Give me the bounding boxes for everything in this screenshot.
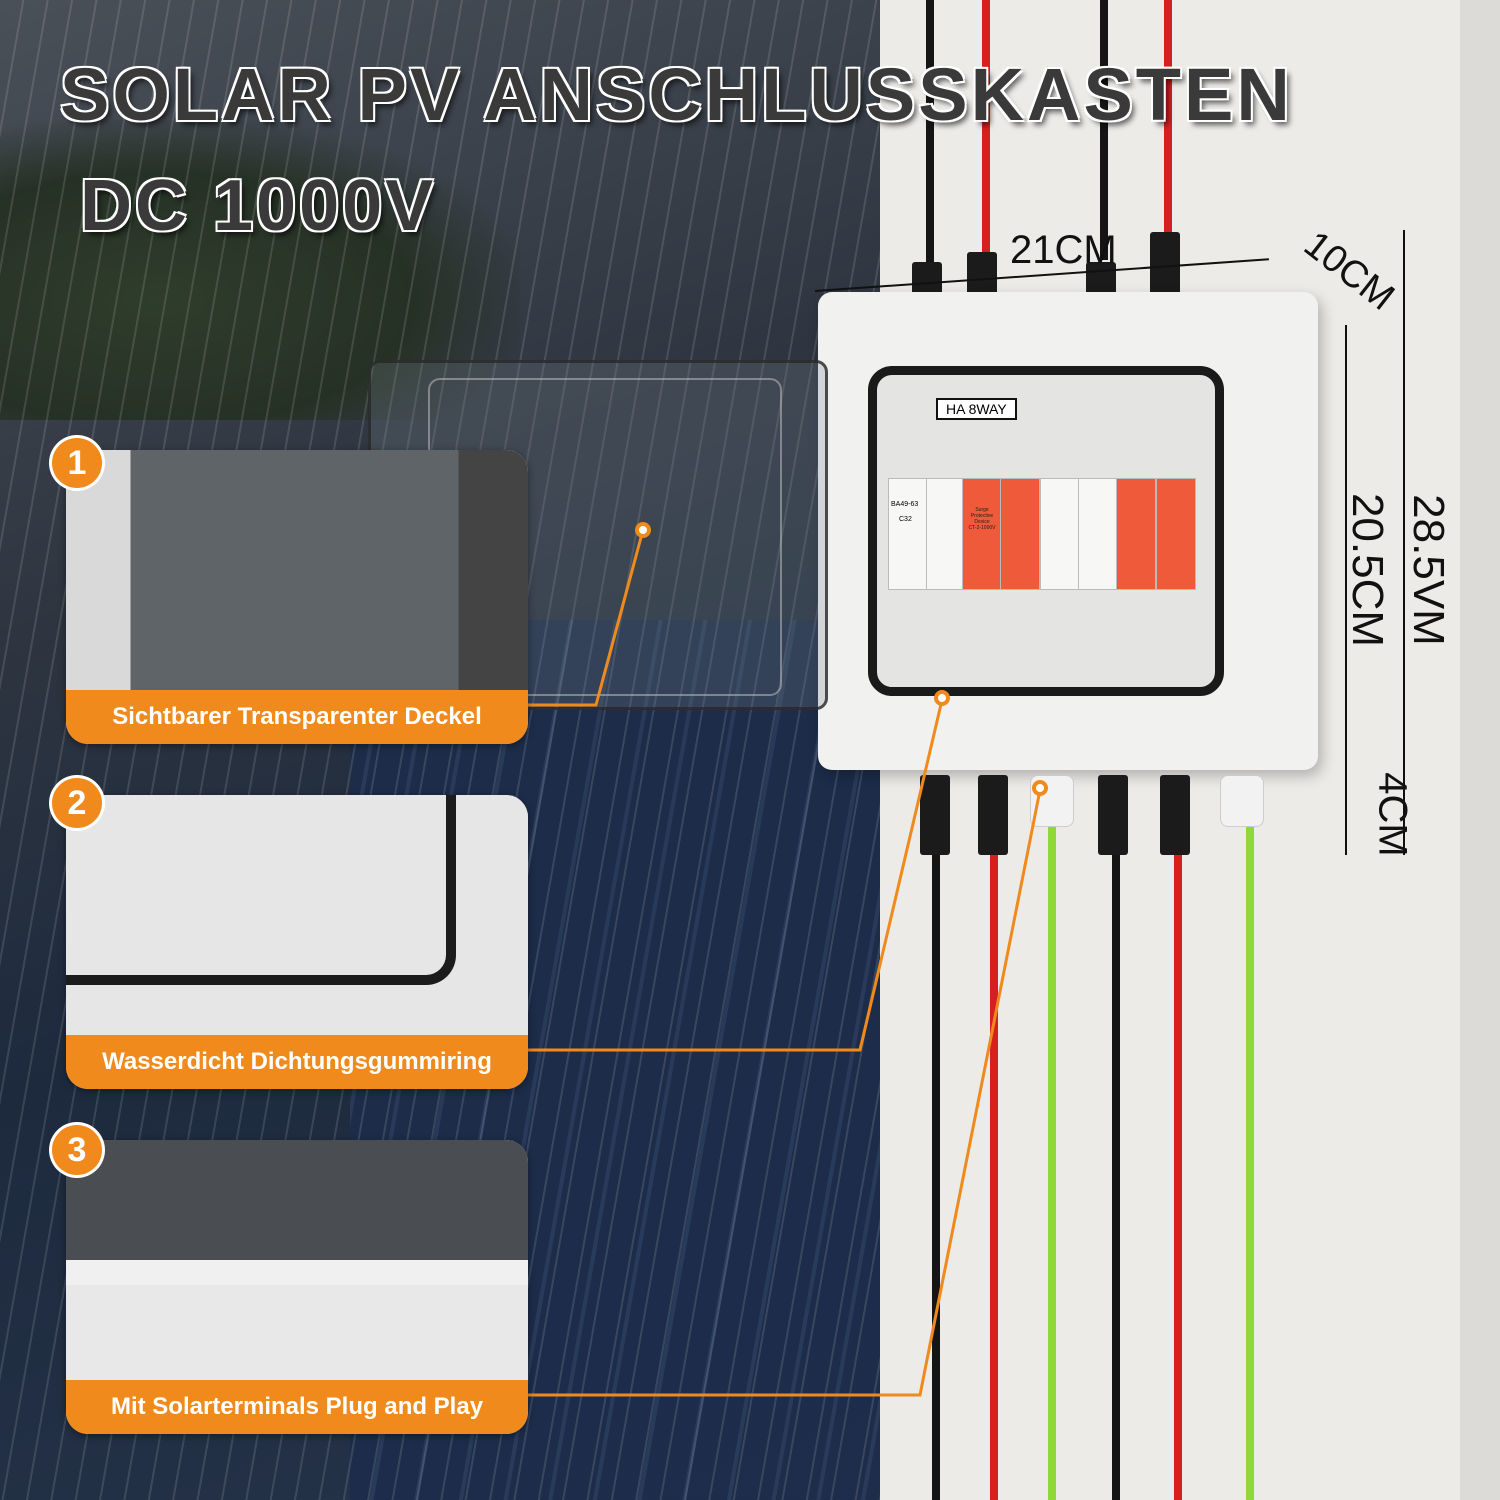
- wire-black: [1100, 0, 1108, 260]
- total-height-line: [1403, 230, 1405, 855]
- surge-protector: [1156, 478, 1196, 590]
- wire-green: [1048, 800, 1056, 1500]
- mc4-connector: [1160, 775, 1190, 855]
- callout-line-3: [528, 789, 1042, 1397]
- trees: [0, 120, 520, 420]
- feature-panel-lid: Sichtbarer Transparenter Deckel: [66, 450, 528, 744]
- mc4-connector: [978, 775, 1008, 855]
- surge-protector: [1116, 478, 1156, 590]
- wire-red: [1164, 0, 1172, 240]
- feature-number: 2: [52, 778, 102, 828]
- wall-edge: [1460, 0, 1500, 1500]
- mc4-connector: [920, 775, 950, 855]
- spd-model: CT-2-1000V: [968, 525, 996, 531]
- wire-red: [990, 800, 998, 1500]
- wire-black: [926, 0, 934, 300]
- feature-panel-gasket: Wasserdicht Dichtungsgummiring: [66, 795, 528, 1089]
- breaker-model: BA49-63: [891, 501, 919, 508]
- box-label: HA 8WAY: [936, 398, 1017, 420]
- lid-photo: [66, 450, 528, 690]
- mc4-connector: [1098, 775, 1128, 855]
- feature-number: 3: [52, 1125, 102, 1175]
- feature-caption: Mit Solarterminals Plug and Play: [66, 1380, 528, 1434]
- callout-line-2: [528, 699, 944, 1052]
- feature-caption: Wasserdicht Dichtungsgummiring: [66, 1035, 528, 1089]
- wire-green: [1246, 800, 1254, 1500]
- wire-black: [932, 800, 940, 1500]
- surge-protector: [1000, 478, 1040, 590]
- feature-panel-terminals: Mit Solarterminals Plug and Play: [66, 1140, 528, 1434]
- callout-line-1: [528, 529, 645, 707]
- dc-breaker-pole: [1078, 478, 1118, 590]
- subheadline: DC 1000V: [80, 166, 437, 246]
- feature-number: 1: [52, 438, 102, 488]
- headline: SOLAR PV ANSCHLUSSKASTEN: [60, 53, 1293, 136]
- callout-dot: [635, 522, 651, 538]
- wire-black: [1112, 800, 1120, 1500]
- callout-dot: [1032, 780, 1048, 796]
- wire-red: [982, 0, 990, 260]
- spd-label: Surge Protective Device: [970, 507, 994, 525]
- box-height-line: [1345, 325, 1347, 855]
- feature-caption: Sichtbarer Transparenter Deckel: [66, 690, 528, 744]
- cable-gland: [1220, 775, 1264, 827]
- width-dimension: 21CM: [1010, 228, 1117, 272]
- gasket-photo: [66, 795, 528, 1035]
- breaker-rating: C32: [899, 516, 912, 523]
- callout-dot: [934, 690, 950, 706]
- terminals-photo: [66, 1140, 528, 1380]
- wire-red: [1174, 800, 1182, 1500]
